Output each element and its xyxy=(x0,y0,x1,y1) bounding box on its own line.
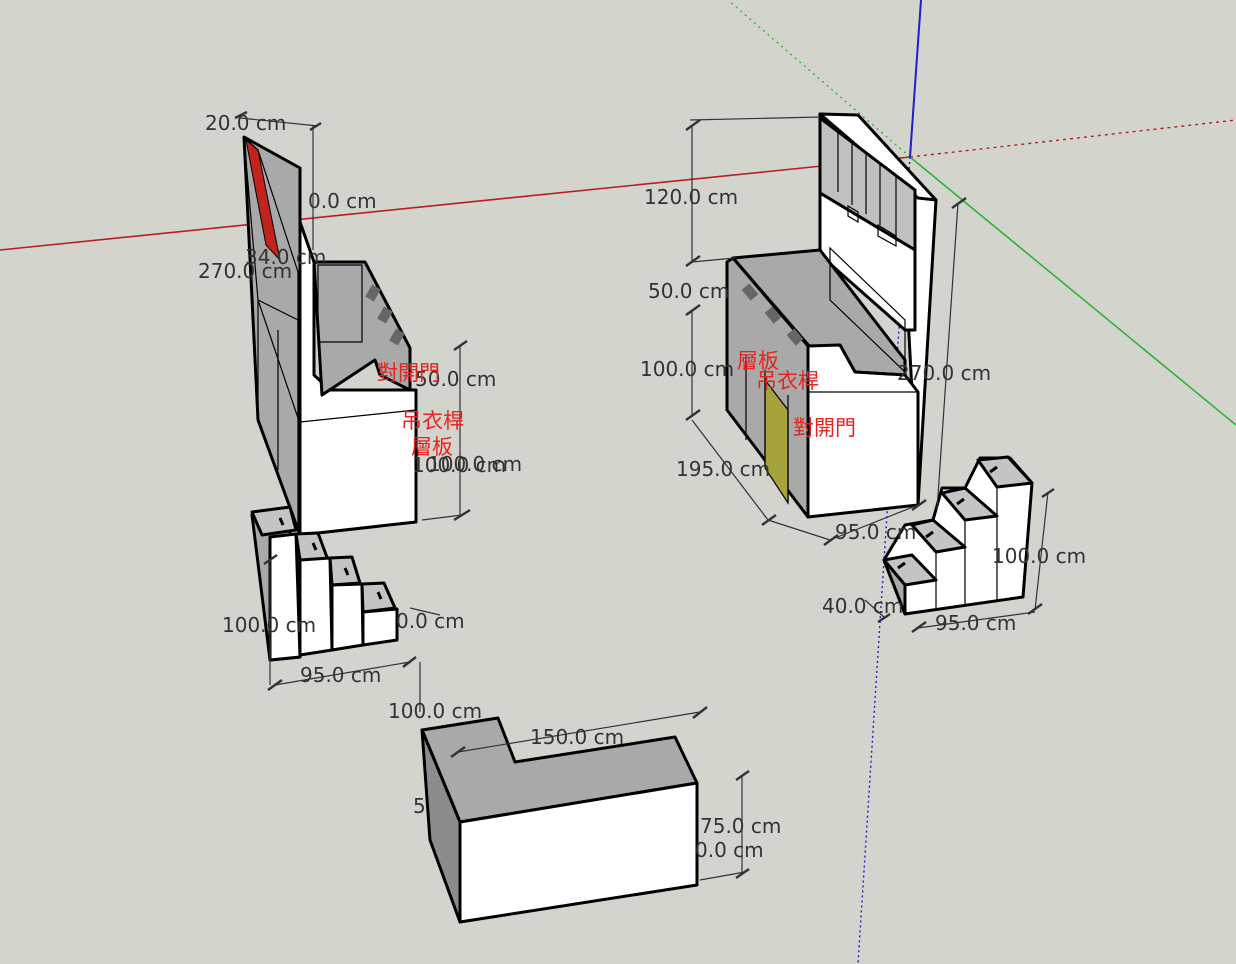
dim-desk-height: 75.0 cm xyxy=(700,814,781,838)
note-right-door: 對開門 xyxy=(793,416,856,440)
dimension-lines xyxy=(234,110,1055,881)
dimension-labels: 20.0 cm 0.0 cm 34.0 cm 270.0 cm 50.0 cm … xyxy=(198,111,1086,862)
dim-right-width: 95.0 cm xyxy=(835,520,916,544)
left-door-panels xyxy=(257,299,299,531)
blue-axis xyxy=(909,0,922,158)
dim-desk-side: 5 xyxy=(413,794,426,818)
dim-right-stair-width: 95.0 cm xyxy=(935,611,1016,635)
dim-desk-left: 100.0 cm xyxy=(388,699,482,723)
dim-left-side-b: 100.0 cm xyxy=(412,453,506,477)
dim-left-stair-small: 0.0 cm xyxy=(396,609,465,633)
dim-right-stair-depth: 40.0 cm xyxy=(822,594,903,618)
green-axis xyxy=(909,156,1236,426)
note-right-shelf: 層板 xyxy=(737,349,779,373)
dim-right-top-height: 120.0 cm xyxy=(644,185,738,209)
annotations: 對開門 吊衣桿 層板 層板 吊衣桿 對開門 xyxy=(377,349,856,459)
dim-left-stair-width: 95.0 cm xyxy=(300,663,381,687)
dim-desk-bottom: 0.0 cm xyxy=(695,838,764,862)
green-axis-negative xyxy=(727,0,911,158)
dim-left-top-depth: 0.0 cm xyxy=(308,189,377,213)
dim-right-upper: 50.0 cm xyxy=(648,279,729,303)
left-loft-bed[interactable] xyxy=(242,135,418,537)
dim-left-height: 270.0 cm xyxy=(198,259,292,283)
dim-right-length: 195.0 cm xyxy=(676,457,770,481)
l-shaped-desk[interactable] xyxy=(420,716,699,924)
dim-left-side-a: 50.0 cm xyxy=(415,367,496,391)
dim-desk-top: 150.0 cm xyxy=(530,725,624,749)
left-stairs[interactable] xyxy=(250,505,399,662)
dim-left-mid: 34.0 cm xyxy=(245,245,326,269)
dim-right-lower: 100.0 cm xyxy=(640,357,734,381)
note-right-rod: 吊衣桿 xyxy=(756,369,819,393)
note-left-rod: 吊衣桿 xyxy=(401,409,464,433)
left-bed-side-face xyxy=(242,135,302,537)
dim-right-height: 270.0 cm xyxy=(897,361,991,385)
dim-left-top-width: 20.0 cm xyxy=(205,111,286,135)
dim-left-stair-height: 100.0 cm xyxy=(222,613,316,637)
dim-left-side-c: 100.0 cm xyxy=(428,452,522,476)
red-axis-negative xyxy=(909,119,1236,158)
note-left-door: 對開門 xyxy=(377,361,440,385)
left-red-highlight xyxy=(245,138,281,262)
right-loft-bed[interactable] xyxy=(725,112,938,519)
red-axis xyxy=(0,156,911,251)
note-left-shelf: 層板 xyxy=(411,435,453,459)
right-bed-front-face xyxy=(806,343,920,519)
right-stairs[interactable] xyxy=(882,455,1034,616)
desk-front xyxy=(458,781,699,924)
dim-right-stair-height: 100.0 cm xyxy=(992,544,1086,568)
